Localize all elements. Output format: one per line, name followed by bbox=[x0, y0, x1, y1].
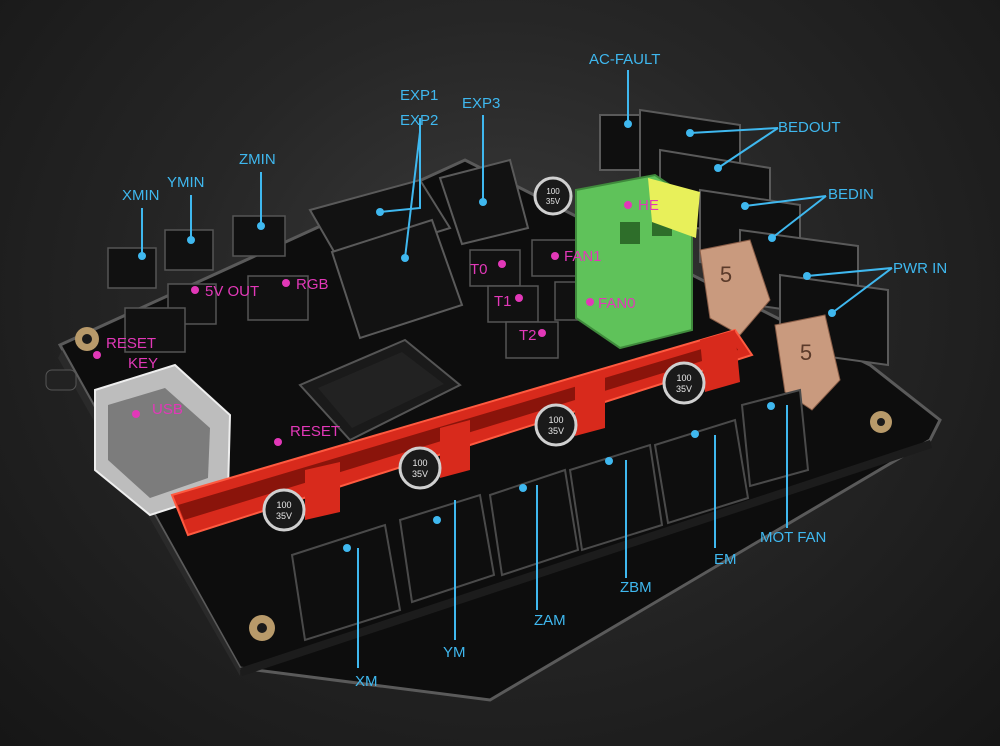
label-ac-fault: AC-FAULT bbox=[589, 51, 661, 68]
label-ym: YM bbox=[443, 644, 466, 661]
label-em: EM bbox=[714, 551, 737, 568]
mcu-chip bbox=[298, 338, 462, 442]
label-key: KEY bbox=[128, 355, 159, 372]
svg-text:100: 100 bbox=[276, 500, 291, 510]
label-zbm: ZBM bbox=[620, 579, 652, 596]
label-xmin: XMIN bbox=[122, 187, 160, 204]
label-exp2: EXP2 bbox=[400, 112, 439, 129]
fuse-top-value: 5 bbox=[720, 262, 732, 287]
label-reset-header: RESET bbox=[290, 423, 341, 440]
svg-text:100: 100 bbox=[676, 373, 691, 383]
label-fan1: FAN1 bbox=[564, 248, 602, 265]
motor-connectors bbox=[290, 388, 810, 642]
mounting-holes bbox=[75, 327, 892, 641]
svg-text:100: 100 bbox=[546, 187, 560, 196]
fuse-bottom-value: 5 bbox=[800, 340, 812, 365]
label-reset: RESET bbox=[106, 335, 157, 352]
label-bedin: BEDIN bbox=[828, 186, 874, 203]
driver-socket-headers bbox=[170, 328, 754, 537]
label-mot-fan: MOT FAN bbox=[760, 529, 827, 546]
svg-text:35V: 35V bbox=[276, 511, 292, 521]
label-t0: T0 bbox=[470, 261, 488, 278]
label-ymin: YMIN bbox=[167, 174, 205, 191]
label-t2: T2 bbox=[519, 327, 537, 344]
svg-text:35V: 35V bbox=[412, 469, 428, 479]
svg-text:35V: 35V bbox=[676, 384, 692, 394]
fuse-top: 5 bbox=[699, 239, 771, 336]
label-zam: ZAM bbox=[534, 612, 566, 629]
svg-text:100: 100 bbox=[412, 458, 427, 468]
label-exp3: EXP3 bbox=[462, 95, 501, 112]
exp-headers bbox=[308, 158, 530, 340]
label-fan0: FAN0 bbox=[598, 295, 636, 312]
fuse-bottom: 5 bbox=[774, 314, 841, 411]
label-bedout: BEDOUT bbox=[778, 119, 841, 136]
heater-fuse bbox=[648, 178, 700, 238]
label-zmin: ZMIN bbox=[239, 151, 276, 168]
svg-text:35V: 35V bbox=[546, 197, 561, 206]
label-pwr-in: PWR IN bbox=[893, 260, 948, 277]
label-he: HE bbox=[638, 197, 659, 214]
svg-text:35V: 35V bbox=[548, 426, 564, 436]
callout-dots-pink bbox=[93, 201, 632, 446]
label-t1: T1 bbox=[494, 293, 512, 310]
callout-dots-blue bbox=[138, 120, 836, 552]
label-5v-out: 5V OUT bbox=[205, 283, 260, 300]
svg-text:100: 100 bbox=[548, 415, 563, 425]
capacitors: 100 35V 100 35V 100 35V 100 35V 100 35V bbox=[262, 176, 706, 532]
label-exp1: EXP1 bbox=[400, 87, 439, 104]
callout-lines bbox=[141, 70, 893, 668]
label-usb: USB bbox=[152, 401, 183, 418]
label-xm: XM bbox=[355, 673, 378, 690]
label-rgb: RGB bbox=[296, 276, 329, 293]
